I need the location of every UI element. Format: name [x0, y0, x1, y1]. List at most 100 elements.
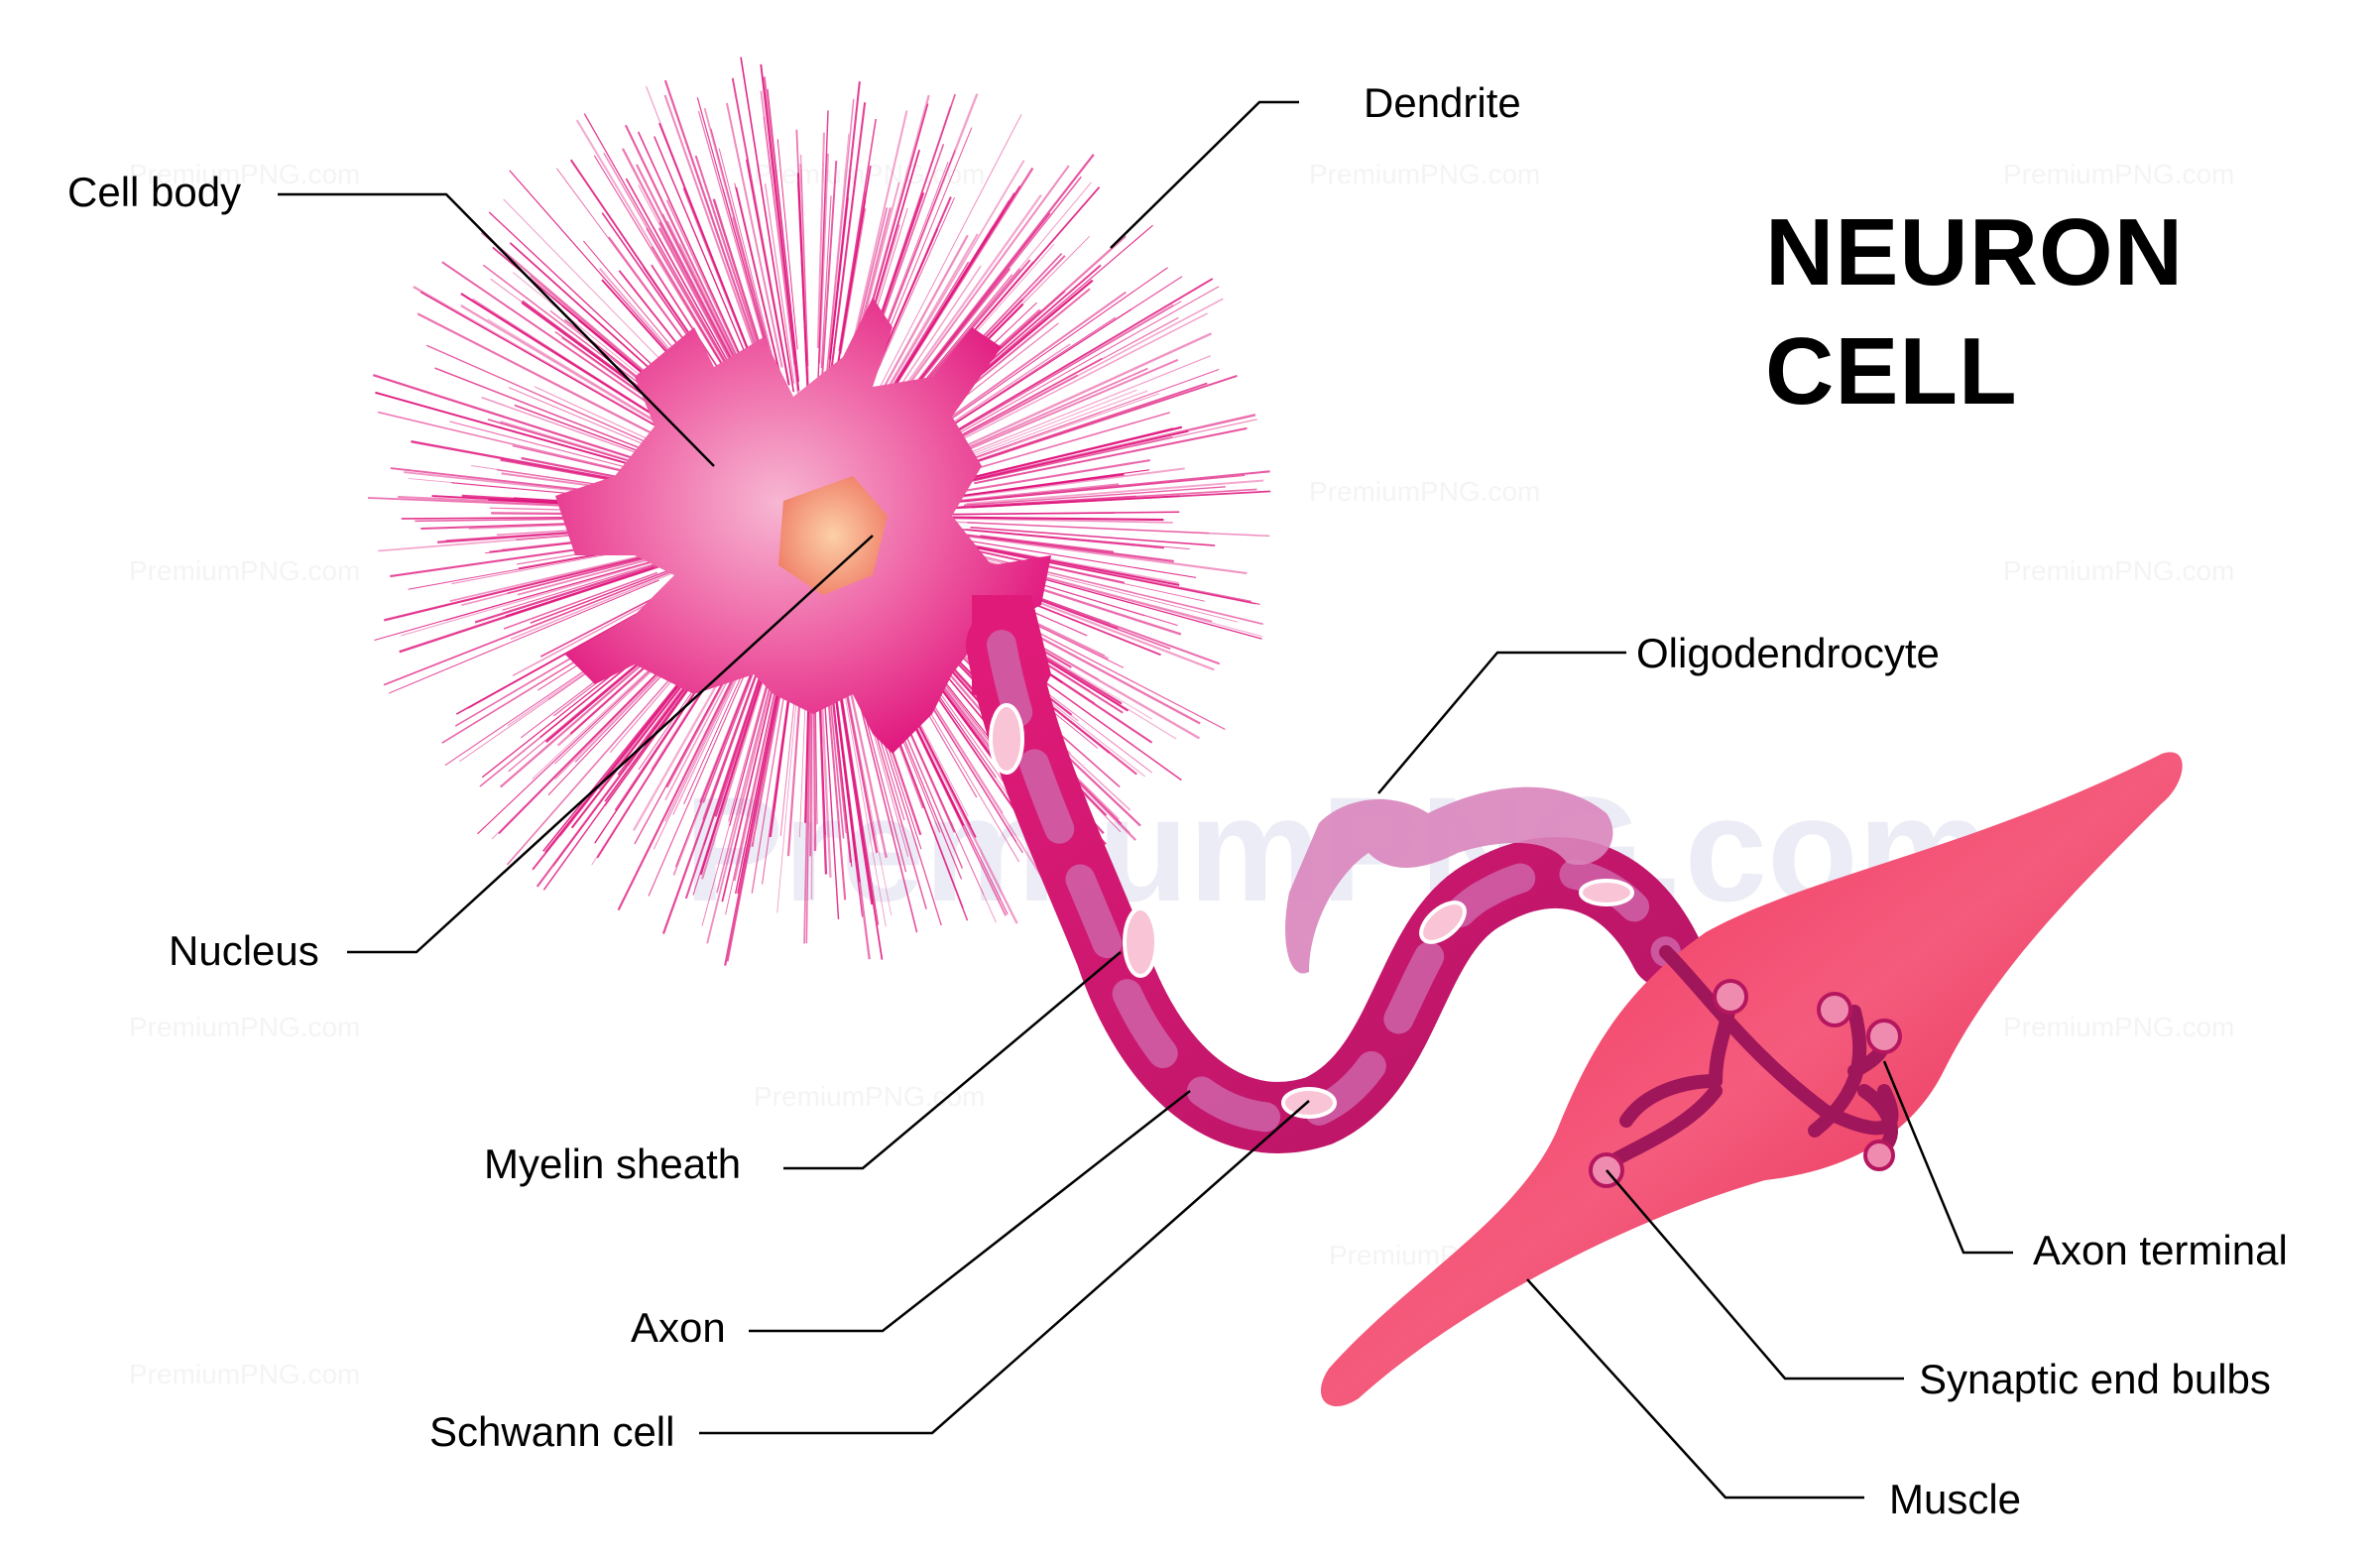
dendrite-ray [946, 474, 1246, 504]
dendrite-ray [953, 458, 1150, 494]
dendrite-ray [821, 667, 840, 919]
dendrite-ray [892, 154, 1095, 415]
dendrite-ray [880, 114, 1022, 387]
dendrite-ray [665, 199, 749, 374]
dendrite-ray [419, 291, 699, 451]
label-nucleus: Nucleus [169, 927, 319, 974]
dendrite-ray [957, 542, 1252, 603]
leader-lines [278, 100, 2013, 1500]
dendrite-ray [731, 77, 790, 386]
dendrite-ray [907, 165, 1070, 386]
dendrite-ray [735, 660, 784, 895]
dendrite-ray [930, 529, 1174, 563]
dendrite-ray [896, 181, 1092, 416]
dendrite-ray [517, 556, 655, 596]
dendrite-ray [895, 167, 1034, 384]
dendrite-ray [675, 652, 761, 868]
dendrite-ray [966, 479, 1264, 505]
label-muscle: Muscle [1889, 1476, 2022, 1522]
dendrite-ray [800, 155, 809, 367]
schwann-cell [1579, 879, 1634, 906]
dendrite-ray [763, 76, 797, 357]
dendrite-ray [474, 560, 668, 624]
dendrite-ray [799, 163, 810, 390]
dendrite-ray [654, 136, 758, 382]
dendrite-ray [706, 670, 776, 944]
dendrite-ray [416, 312, 685, 451]
dendrite-ray [961, 495, 1136, 508]
dendrite-ray [672, 663, 745, 815]
dendrite-ray [460, 293, 683, 434]
dendrite-ray [943, 343, 1071, 429]
dendrite-ray [617, 646, 750, 911]
dendrite-ray [959, 316, 1179, 437]
dendrite-ray [701, 675, 771, 926]
dendrite-ray [935, 511, 1180, 516]
dendrite-ray [710, 128, 772, 356]
dendrite-ray [734, 182, 783, 385]
dendrite-ray [960, 427, 1174, 481]
dendrite-ray [964, 486, 1226, 507]
dendrite-ray [966, 529, 1190, 550]
dendrite-ray [879, 234, 969, 395]
dendrite-ray [795, 129, 808, 376]
dendrite-ray [824, 98, 855, 393]
dendrite-ray [949, 488, 1257, 509]
dendrite-ray [932, 300, 1182, 446]
dendrite-ray [929, 525, 1164, 549]
dendrite-ray [664, 661, 739, 800]
dendrite-ray [900, 193, 1042, 392]
dendrite-ray [763, 116, 795, 366]
dendrite-ray [934, 382, 1208, 476]
dendrite-ray [740, 57, 795, 393]
dendrite-ray [931, 467, 1185, 502]
schwann-cell [1419, 901, 1467, 944]
label-schwann-cell: Schwann cell [429, 1408, 675, 1455]
label-axon: Axon [631, 1304, 726, 1351]
dendrite-ray [941, 358, 1179, 462]
label-synaptic-end-bulbs: Synaptic end bulbs [1919, 1356, 2271, 1402]
dendrite-ray [718, 148, 774, 357]
dendrite-ray [505, 566, 654, 618]
dendrite-ray [796, 181, 807, 363]
dendrite-ray [941, 286, 1220, 444]
nucleus [778, 476, 888, 595]
schwann-cell [1123, 906, 1158, 978]
dendrite-ray [818, 153, 829, 364]
dendrite-ray [510, 567, 683, 641]
dendrite-ray [397, 552, 660, 619]
dendrite-ray [970, 526, 1216, 546]
label-oligodendrocyte: Oligodendrocyte [1636, 630, 1940, 676]
dendrite-ray [835, 166, 872, 377]
dendrite-ray [918, 259, 1031, 391]
dendrite-ray [958, 355, 1212, 458]
dendrite-ray [699, 651, 761, 803]
dendrite-ray [838, 118, 877, 352]
dendrite-ray [928, 369, 1220, 475]
dendrite-ray [927, 291, 1127, 434]
dendrite-ray [702, 660, 762, 820]
dendrite-ray [820, 195, 832, 369]
dendrite-ray [933, 312, 1208, 455]
dendrite-ray [873, 233, 979, 414]
dendrite-ray [764, 183, 795, 384]
dendrite-ray [389, 579, 659, 694]
dendrite-ray [664, 659, 745, 822]
label-dendrite: Dendrite [1364, 79, 1521, 126]
dendrite-ray [760, 90, 800, 402]
label-axon-terminal: Axon terminal [2033, 1227, 2288, 1273]
dendrite-ray [712, 198, 769, 368]
dendrite-ray [826, 176, 851, 384]
dendrite-ray [745, 159, 789, 385]
dendrite-ray [819, 160, 838, 395]
page-title: NEURON CELL [1765, 193, 2184, 431]
dendrite-ray [507, 554, 658, 595]
dendrite-ray [946, 298, 1224, 446]
dendrite-ray [828, 102, 867, 389]
dendrite-ray [726, 102, 783, 368]
dendrite-ray [933, 414, 1256, 490]
label-myelin-sheath: Myelin sheath [484, 1141, 742, 1187]
dendrite-ray [721, 673, 777, 902]
dendrite-ray [383, 556, 708, 686]
